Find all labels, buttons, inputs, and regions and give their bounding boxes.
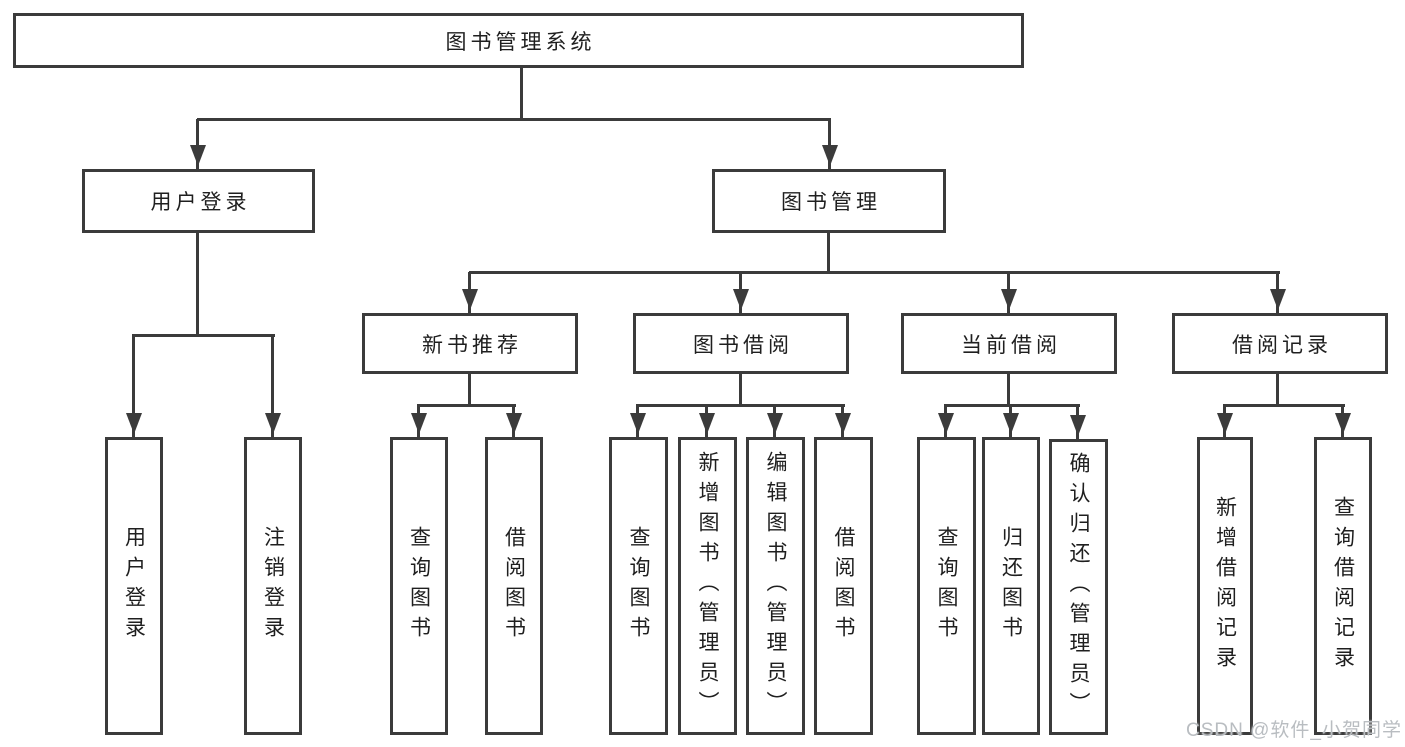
node-current-borrow: 当前借阅 [901,313,1117,374]
node-label: 查询图书 [627,526,650,646]
arrow-to-cb-return-icon [1002,405,1019,437]
connector-borrow-record-drop [1276,374,1279,407]
node-label: 归还图书 [999,526,1023,646]
arrow-to-br-add-icon [1216,405,1233,437]
arrow-to-nb-borrow-icon [505,405,522,437]
node-leaf-nb-borrow-books: 借阅图书 [485,437,543,735]
node-leaf-bb-add-books-admin: 新增图书（管理员） [678,437,737,735]
connector-level3-rail [469,271,1280,274]
node-user-login: 用户登录 [82,169,315,233]
node-label: 查询图书 [935,526,958,646]
arrow-to-book-borrow-icon [732,272,749,313]
node-leaf-nb-query-books: 查询图书 [390,437,448,735]
arrow-to-user-login-icon [189,119,206,169]
arrow-to-bb-query-icon [629,405,646,437]
node-borrow-record: 借阅记录 [1172,313,1388,374]
node-label: 查询借阅记录 [1331,496,1355,676]
connector-new-book-rec-drop [468,374,471,407]
node-book-mgmt: 图书管理 [712,169,946,233]
node-label: 图书借阅 [693,333,793,357]
node-leaf-logout: 注销登录 [244,437,302,735]
arrow-to-current-borrow-icon [1000,272,1017,313]
arrow-to-br-query-icon [1334,405,1351,437]
node-label: 借阅图书 [832,526,855,646]
connector-new-book-rec-rail [417,404,516,407]
node-leaf-cb-confirm-return-admin: 确认归还（管理员） [1049,439,1108,735]
arrow-to-borrow-record-icon [1269,272,1286,313]
arrow-to-nb-query-icon [410,405,427,437]
node-leaf-bb-edit-books-admin: 编辑图书（管理员） [746,437,805,735]
connector-book-mgmt-drop [827,233,830,274]
node-label: 查询图书 [407,526,431,646]
node-leaf-br-query-record: 查询借阅记录 [1314,437,1372,735]
arrow-to-book-mgmt-icon [821,119,838,169]
connector-level2-rail [197,118,831,121]
node-label: 确认归还（管理员） [1067,452,1090,722]
connector-current-borrow-drop [1007,374,1010,407]
node-label: 注销登录 [261,526,285,646]
connector-root-drop [520,68,523,121]
node-label: 新增图书（管理员） [696,451,719,721]
node-label: 用户登录 [122,526,146,646]
arrow-to-cb-query-icon [937,405,954,437]
node-root-library-system: 图书管理系统 [13,13,1024,68]
arrow-to-bb-edit-icon [766,405,783,437]
node-new-book-rec: 新书推荐 [362,313,578,374]
connector-user-login-rail [132,334,275,337]
arrow-to-new-book-rec-icon [461,272,478,313]
arrow-to-ul-login-icon [125,335,142,437]
node-leaf-user-login: 用户登录 [105,437,163,735]
connector-borrow-record-rail [1223,404,1345,407]
connector-user-login-drop [196,233,199,337]
arrow-to-bb-borrow-icon [834,405,851,437]
arrow-to-bb-add-icon [698,405,715,437]
node-label: 新增借阅记录 [1213,496,1237,676]
node-leaf-cb-query-books: 查询图书 [917,437,976,735]
connector-book-borrow-drop [739,374,742,407]
node-leaf-bb-query-books: 查询图书 [609,437,668,735]
arrow-to-ul-logout-icon [264,335,281,437]
connector-book-borrow-rail [636,404,845,407]
node-label: 图书管理 [781,191,881,214]
arrow-to-cb-confirm-icon [1069,405,1086,439]
node-label: 图书管理系统 [445,30,596,54]
node-label: 借阅图书 [502,526,526,646]
node-label: 用户登录 [150,191,251,214]
node-label: 当前借阅 [961,333,1061,357]
node-label: 借阅记录 [1232,333,1332,357]
node-leaf-cb-return-books: 归还图书 [982,437,1040,735]
connector-current-borrow-rail [944,404,1080,407]
node-label: 新书推荐 [422,333,522,357]
node-label: 编辑图书（管理员） [764,451,787,721]
csdn-watermark: CSDN @软件_小贺同学 [1186,720,1402,741]
node-leaf-br-add-record: 新增借阅记录 [1197,437,1253,735]
node-leaf-bb-borrow-books: 借阅图书 [814,437,873,735]
node-book-borrow: 图书借阅 [633,313,849,374]
